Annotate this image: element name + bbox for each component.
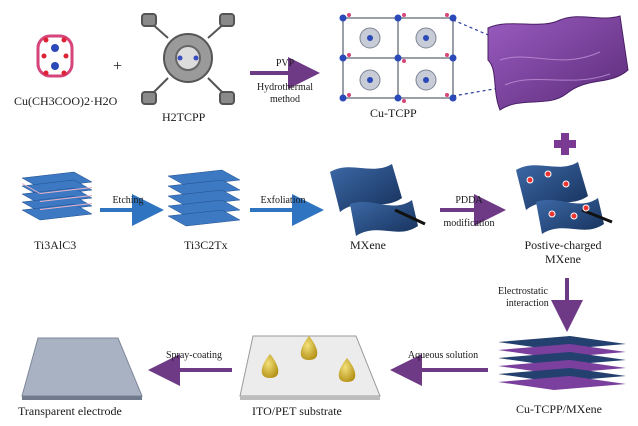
method-label: method bbox=[270, 94, 300, 105]
aqueous-label: Aqueous solution bbox=[407, 350, 479, 361]
big-plus-icon bbox=[554, 133, 576, 155]
ti3c2tx-stack bbox=[167, 169, 241, 227]
ti3alc3-stack bbox=[21, 171, 93, 221]
ito-pet-substrate bbox=[239, 335, 381, 400]
h2tcpp-label: H2TCPP bbox=[162, 110, 206, 124]
exfoliation-label: Exfoliation bbox=[260, 195, 306, 206]
electrostatic-label-2: interaction bbox=[506, 298, 549, 309]
transparent-electrode-label: Transparent electrode bbox=[18, 404, 122, 418]
etching-label: Etching bbox=[112, 195, 144, 206]
h2tcpp-molecule bbox=[141, 13, 235, 105]
positive-mxene-label-1: Postive-charged bbox=[524, 238, 602, 252]
spray-coating-label: Spray-coating bbox=[165, 350, 223, 361]
cu-tcpp-framework bbox=[339, 13, 457, 103]
mxene-label: MXene bbox=[350, 238, 386, 252]
mxene-flakes bbox=[330, 164, 426, 236]
transparent-electrode bbox=[21, 337, 143, 400]
cu-acetate-structure bbox=[36, 34, 74, 78]
ti3c2tx-label: Ti3C2Tx bbox=[184, 238, 228, 252]
plus-sign: + bbox=[113, 58, 123, 75]
cu-tcpp-mxene-layers bbox=[498, 336, 626, 390]
electrostatic-label-1: Electrostatic bbox=[498, 286, 548, 297]
modification-label: modification bbox=[443, 218, 495, 229]
cu-tcpp-nanosheet bbox=[487, 15, 629, 111]
ti3alc3-label: Ti3AlC3 bbox=[34, 238, 77, 252]
cu-tcpp-mxene-label: Cu-TCPP/MXene bbox=[516, 402, 603, 416]
positive-mxene-label-2: MXene bbox=[545, 252, 581, 266]
hydrothermal-label: Hydrothermal bbox=[256, 82, 314, 93]
cu-acetate-label: Cu(CH3COO)2·H2O bbox=[14, 94, 118, 108]
pvp-label: PVP bbox=[275, 58, 295, 69]
positive-mxene-flakes bbox=[516, 162, 613, 234]
cu-tcpp-label: Cu-TCPP bbox=[370, 106, 417, 120]
ito-pet-label: ITO/PET substrate bbox=[252, 404, 342, 418]
pdda-label: PDDA bbox=[455, 195, 483, 206]
droplet-icon bbox=[261, 336, 356, 382]
